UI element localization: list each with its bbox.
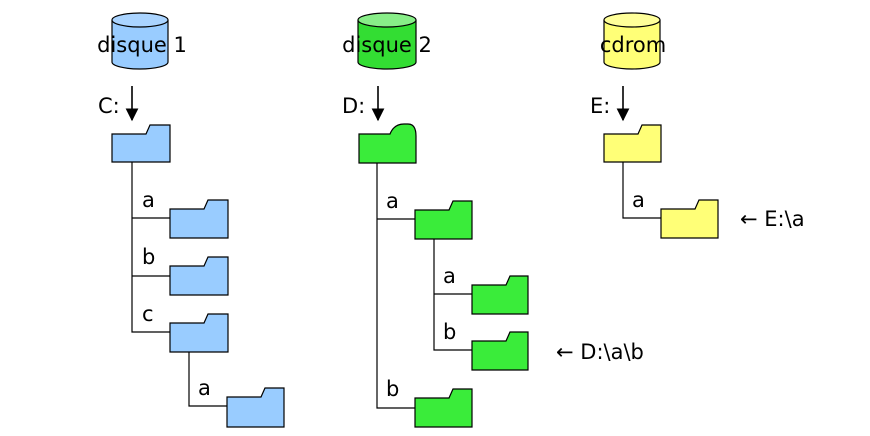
root-folder-icon[interactable] xyxy=(603,124,662,163)
drive-d-group: disque 2 D: a a b b ← D:\a\b xyxy=(342,12,644,428)
tree-connector xyxy=(622,162,661,219)
folder-icon[interactable] xyxy=(226,387,285,428)
root-folder-icon[interactable] xyxy=(358,123,417,164)
drive-letter-label: E: xyxy=(590,94,610,118)
folder-icon[interactable] xyxy=(169,256,229,296)
folder-label: b xyxy=(386,377,399,401)
root-folder-icon[interactable] xyxy=(111,124,171,163)
folder-label: a xyxy=(386,189,399,213)
drive-letter-label: D: xyxy=(342,94,365,118)
folder-icon[interactable] xyxy=(471,275,529,315)
tree-connector xyxy=(131,162,227,407)
folder-label: b xyxy=(142,245,155,269)
disk-cylinder-icon xyxy=(357,12,417,70)
folder-icon[interactable] xyxy=(169,199,229,239)
path-annotation: ← E:\a xyxy=(740,207,805,231)
folder-icon[interactable] xyxy=(660,199,719,239)
drive-name-label: cdrom xyxy=(600,33,666,57)
folder-label: a xyxy=(198,376,211,400)
folder-label: a xyxy=(443,264,456,288)
folder-label: a xyxy=(142,188,155,212)
folder-icon[interactable] xyxy=(414,388,473,428)
drive-c-group: disque 1 C: a b c a xyxy=(97,12,285,428)
folder-icon[interactable] xyxy=(169,313,229,353)
tree-connector xyxy=(376,162,472,409)
folder-icon[interactable] xyxy=(471,331,529,371)
folder-icon[interactable] xyxy=(414,200,473,240)
disk-cylinder-icon xyxy=(111,12,169,70)
cdrom-cylinder-icon xyxy=(603,12,661,70)
drive-e-group: cdrom E: a ← E:\a xyxy=(590,12,805,239)
drive-name-label: disque 1 xyxy=(97,33,187,57)
drive-letter-label: C: xyxy=(98,94,120,118)
folder-label: c xyxy=(142,302,154,326)
folder-label: b xyxy=(443,320,456,344)
path-annotation: ← D:\a\b xyxy=(556,340,644,364)
folder-label: a xyxy=(632,188,645,212)
drive-name-label: disque 2 xyxy=(342,33,432,57)
